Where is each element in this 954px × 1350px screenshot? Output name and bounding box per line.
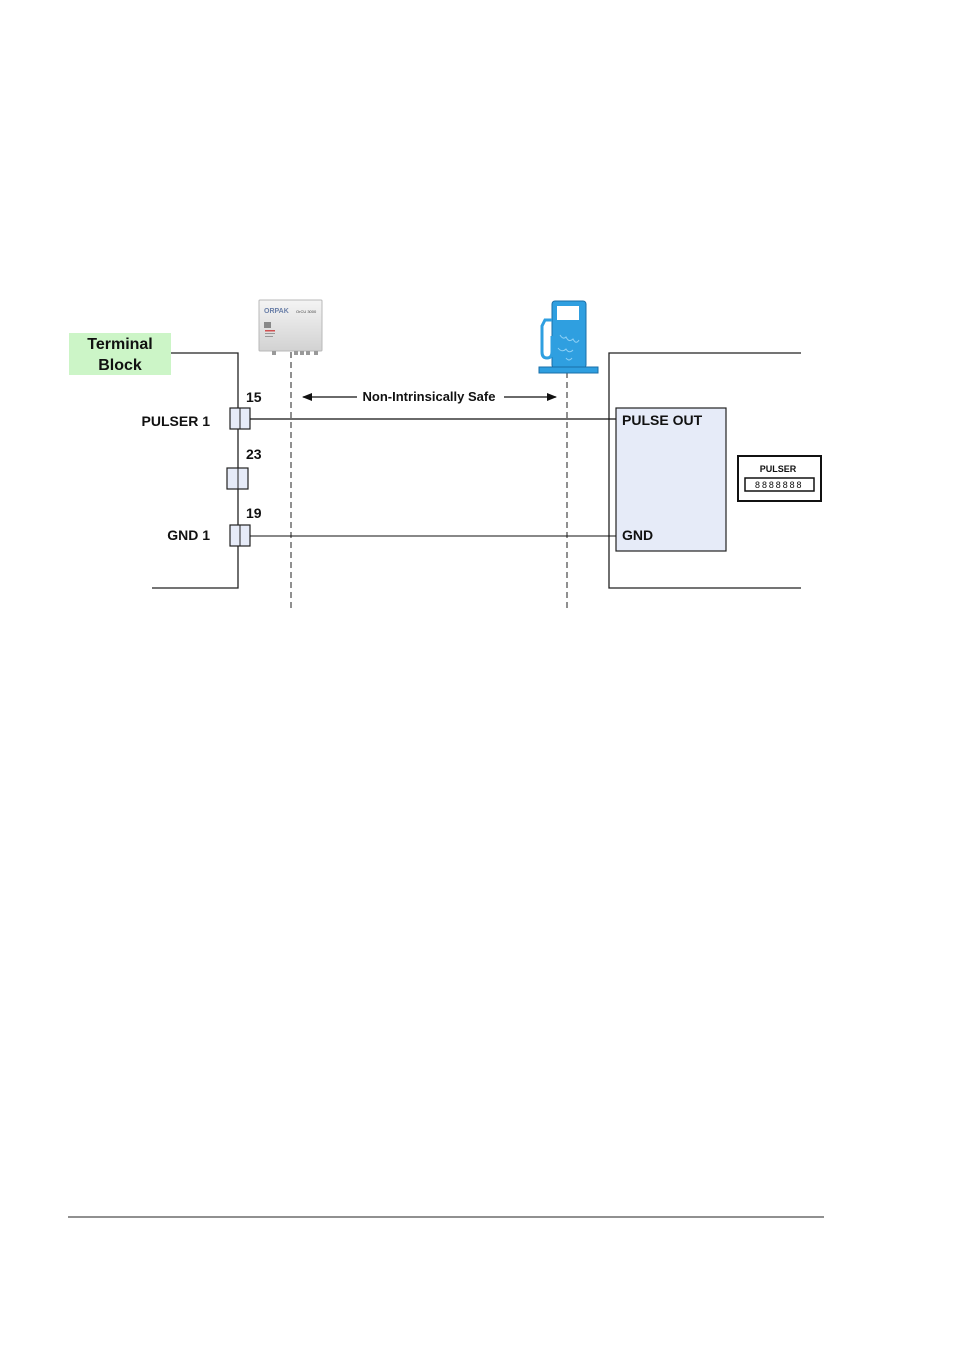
controller-model-text: OrCU 3000 xyxy=(296,309,317,314)
pulse-out-label: PULSE OUT xyxy=(622,412,703,428)
terminal-19: 19 GND 1 xyxy=(167,505,262,547)
left-enclosure xyxy=(152,352,239,589)
zone-label: Non-Intrinsically Safe xyxy=(363,389,496,404)
controller-brand-text: ORPAK xyxy=(264,308,289,315)
pulser-badge: PULSER 8888888 xyxy=(737,455,822,502)
controller-unit-icon: ORPAK OrCU 3000 xyxy=(258,299,323,355)
terminal-block-label: Terminal Block xyxy=(69,333,171,375)
terminal-signal-gnd1: GND 1 xyxy=(167,527,210,543)
zone-indicator: Non-Intrinsically Safe xyxy=(302,389,557,404)
right-enclosure xyxy=(608,352,801,589)
pulse-output-box: PULSE OUT GND xyxy=(615,407,727,552)
fuel-dispenser-icon xyxy=(538,300,599,374)
terminal-block-label-line1: Terminal xyxy=(87,336,153,353)
terminal-number-19: 19 xyxy=(246,505,262,521)
terminal-15: 15 PULSER 1 xyxy=(142,389,262,430)
pulser-badge-title: PULSER xyxy=(760,464,797,474)
terminal-number-15: 15 xyxy=(246,389,262,405)
terminal-number-23: 23 xyxy=(246,446,262,462)
gnd-label: GND xyxy=(622,527,653,543)
terminal-23: 23 xyxy=(226,446,262,490)
pulser-badge-digits: 8888888 xyxy=(755,481,803,491)
terminal-signal-pulser1: PULSER 1 xyxy=(142,413,211,429)
terminal-block-label-line2: Block xyxy=(98,357,142,374)
